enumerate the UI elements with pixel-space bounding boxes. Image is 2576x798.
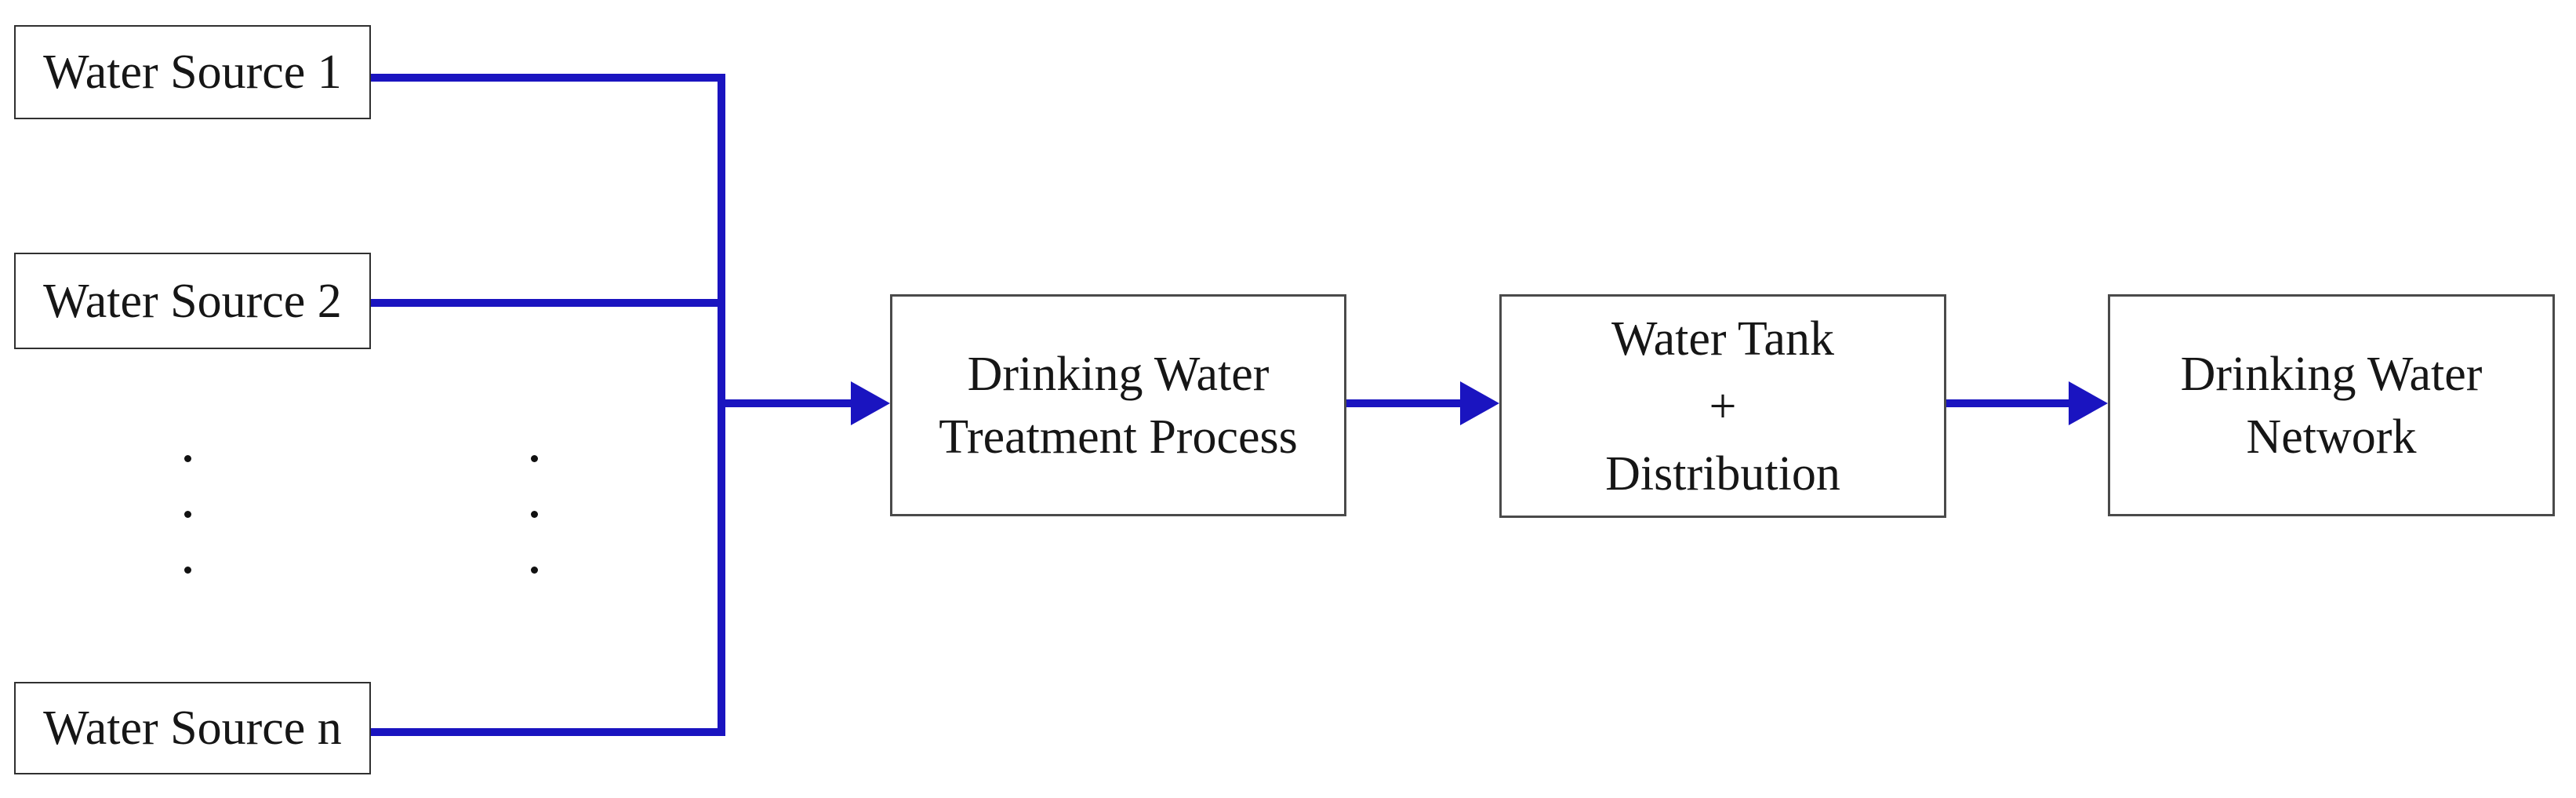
- arrowhead-icon: [2069, 381, 2108, 425]
- connector-to-tank: [1346, 399, 1462, 407]
- connector-source-n: [371, 728, 725, 736]
- tank-label-line-1: Water Tank: [1611, 312, 1834, 366]
- water-source-n-box: Water Source n: [14, 682, 371, 774]
- drinking-water-network-label: Drinking Water Network: [2181, 343, 2483, 468]
- connector-to-network: [1946, 399, 2070, 407]
- network-label-line-2: Network: [2246, 410, 2417, 464]
- drinking-water-network-box: Drinking Water Network: [2108, 294, 2555, 516]
- connector-source-1: [371, 74, 725, 82]
- ellipsis-dot: [531, 455, 538, 462]
- tank-label-line-2: +: [1709, 379, 1737, 433]
- water-source-2-label: Water Source 2: [43, 274, 342, 328]
- ellipsis-dot: [184, 455, 191, 462]
- water-source-2-box: Water Source 2: [14, 253, 371, 349]
- connector-source-2: [371, 299, 725, 307]
- water-tank-distribution-label: Water Tank + Distribution: [1605, 305, 1840, 508]
- water-source-1-box: Water Source 1: [14, 25, 371, 119]
- arrowhead-icon: [851, 381, 890, 425]
- water-source-n-label: Water Source n: [43, 701, 342, 755]
- connector-to-treatment: [721, 399, 852, 407]
- treatment-process-box: Drinking Water Treatment Process: [890, 294, 1346, 516]
- water-tank-distribution-box: Water Tank + Distribution: [1499, 294, 1946, 518]
- ellipsis-dot: [531, 511, 538, 518]
- ellipsis-dot: [531, 567, 538, 574]
- treatment-process-label: Drinking Water Treatment Process: [939, 343, 1298, 468]
- ellipsis-dot: [184, 567, 191, 574]
- arrowhead-icon: [1460, 381, 1499, 425]
- network-label-line-1: Drinking Water: [2180, 347, 2483, 401]
- water-source-1-label: Water Source 1: [43, 46, 342, 99]
- treatment-label-line-2: Treatment Process: [939, 410, 1298, 464]
- treatment-label-line-1: Drinking Water: [967, 347, 1270, 401]
- tank-label-line-3: Distribution: [1605, 446, 1840, 501]
- ellipsis-dot: [184, 511, 191, 518]
